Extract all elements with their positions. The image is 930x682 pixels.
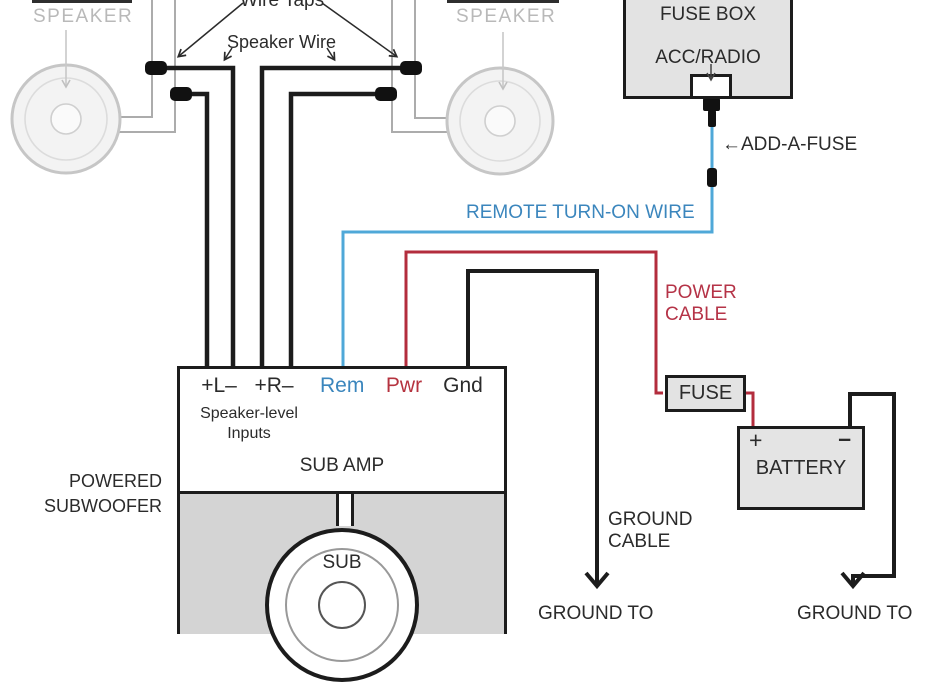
amp-terminal-left-input: +L– — [201, 374, 237, 397]
wire-tap-icon — [170, 87, 192, 101]
speaker-wire-arrow-left — [223, 47, 233, 62]
amp-terminal-ground: Gnd — [443, 374, 483, 397]
factory-wire-right-2 — [391, 0, 448, 133]
speaker-wire-left-top — [160, 65, 236, 366]
add-a-fuse-label: ←ADD-A-FUSE — [722, 134, 857, 156]
power-wire-fuse-to-battery — [744, 391, 755, 428]
speaker-wire-label: Speaker Wire — [227, 32, 337, 52]
ground-cable-line1: GROUND — [608, 509, 693, 530]
subwoofer-neck — [336, 494, 354, 526]
powered-subwoofer-line1: POWERED — [68, 471, 162, 491]
left-speaker — [10, 63, 122, 175]
factory-wire-left-2 — [112, 0, 176, 133]
speaker-wire-right-bottom — [288, 91, 387, 366]
speaker-level-line1: Speaker-level — [200, 405, 298, 422]
right-speaker-label: SPEAKER — [456, 6, 557, 27]
fuse: FUSE — [665, 375, 746, 412]
inline-connector-icon — [707, 168, 717, 187]
powered-subwoofer-label: POWERED SUBWOOFER — [30, 469, 162, 519]
fuse-box-slot-label: ACC/RADIO — [655, 47, 761, 68]
wire-taps-label: Wire Taps — [240, 0, 325, 11]
sub-amp — [177, 366, 507, 494]
right-speaker — [445, 66, 555, 176]
factory-wire-right-1 — [414, 0, 448, 119]
left-arrow-icon: ← — [722, 134, 741, 155]
wire-taps-arrow-right — [321, 2, 399, 58]
cropped-text-remnant — [447, 0, 559, 3]
add-a-fuse-text: ADD-A-FUSE — [741, 134, 858, 155]
power-cable-label: POWER CABLE — [665, 282, 737, 326]
speaker-level-line2: Inputs — [227, 425, 271, 442]
wire-tap-icon — [400, 61, 422, 75]
overlay-arrow-layer — [61, 30, 716, 91]
amp-terminal-power: Pwr — [385, 374, 423, 397]
battery-ground-wire — [840, 392, 896, 590]
amp-terminal-right-input: +R– — [254, 374, 294, 397]
power-cable-line1: POWER — [665, 282, 737, 303]
add-a-fuse-plug-icon — [708, 110, 716, 127]
wire-tap-icon — [145, 61, 167, 75]
ground-to-right-label: GROUND TO — [797, 603, 913, 624]
battery-label: BATTERY — [755, 457, 847, 479]
speaker-wire-right-top — [259, 65, 410, 366]
wiring-layer — [10, 0, 896, 590]
ground-cable-line2: CABLE — [608, 531, 671, 552]
sub-amp-label: SUB AMP — [299, 455, 385, 476]
remote-turn-on-label: REMOTE TURN-ON WIRE — [466, 202, 695, 223]
powered-subwoofer-line2: SUBWOOFER — [43, 496, 162, 516]
ground-cable-wire — [466, 269, 610, 590]
power-wire-amp-to-fuse — [404, 250, 663, 395]
wire-tap-icon — [375, 87, 397, 101]
wire-taps-arrow-left — [176, 2, 244, 58]
fuse-box-title: FUSE BOX — [659, 4, 757, 25]
sub-label: SUB — [322, 552, 362, 573]
cropped-text-remnant — [32, 0, 132, 3]
fuse-label: FUSE — [678, 382, 733, 404]
battery: + – BATTERY — [737, 426, 865, 510]
speaker-wire-arrow-right — [326, 47, 336, 62]
amp-terminal-remote: Rem — [320, 374, 365, 397]
wiring-diagram-page: { "colors": { "remote_wire": "#4fa8d8", … — [10, 0, 913, 682]
battery-negative-terminal: – — [838, 425, 851, 451]
ground-to-left-label: GROUND TO — [538, 603, 654, 624]
speaker-level-inputs-label: Speaker-level Inputs — [189, 404, 309, 444]
battery-positive-terminal: + — [749, 427, 763, 453]
left-speaker-label: SPEAKER — [33, 6, 134, 27]
factory-wire-left-1 — [112, 0, 153, 118]
power-cable-line2: CABLE — [665, 304, 728, 325]
add-a-fuse-plug-icon — [703, 98, 720, 111]
ground-cable-label: GROUND CABLE — [608, 509, 692, 553]
